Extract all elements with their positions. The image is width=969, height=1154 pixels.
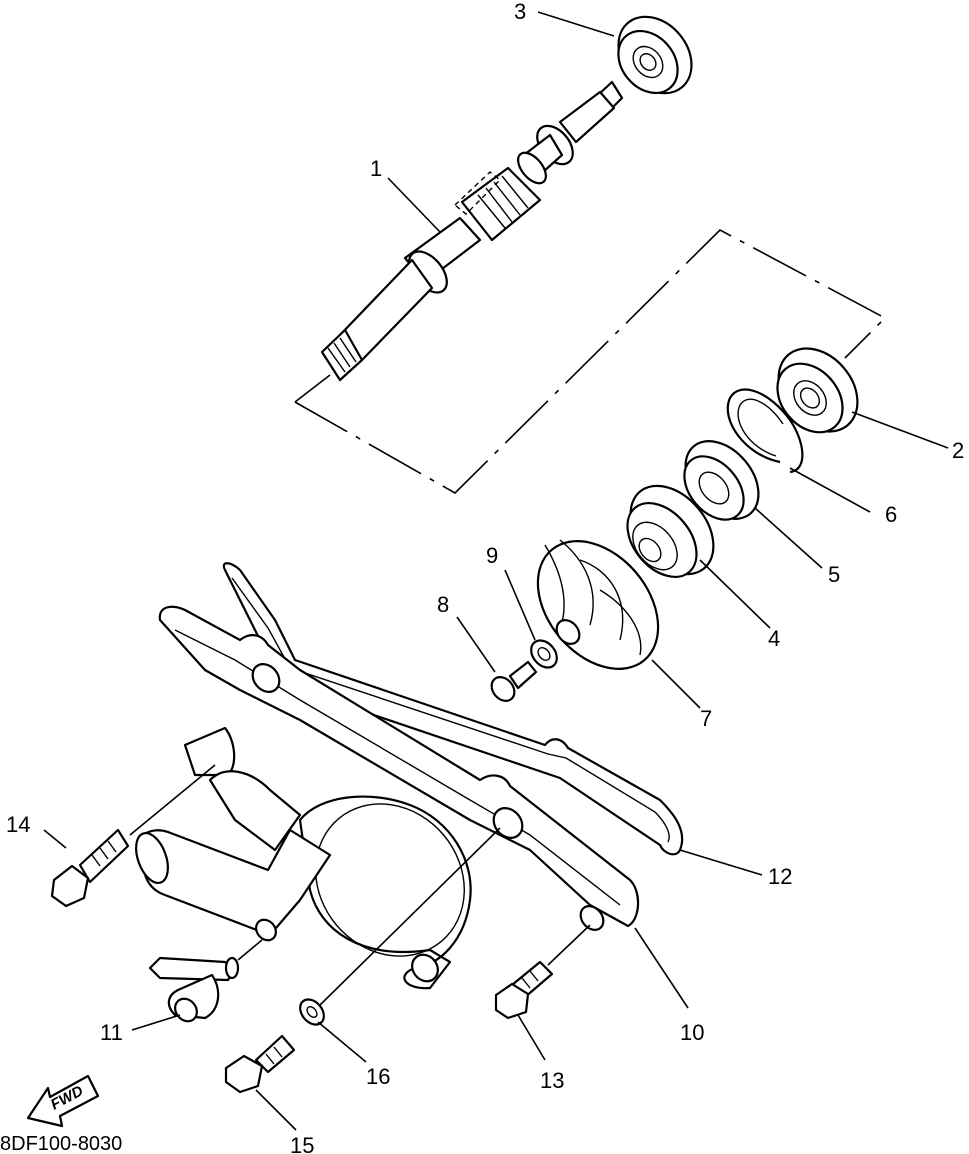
part-12-gasket [222,562,684,856]
part-10-pump-housing [135,605,640,990]
assembly-boundary [294,229,887,494]
callout-7: 7 [700,706,712,731]
part-15-bolt [224,1034,296,1094]
callout-10: 10 [680,1020,704,1045]
diagram-code: 8DF100-8030 [0,1133,122,1154]
part-8-bolt [490,660,538,702]
callout-5: 5 [828,562,840,587]
callout-6: 6 [885,502,897,527]
part-1-shaft [320,80,624,382]
part-9-washer [530,639,558,669]
callout-13: 13 [540,1068,564,1093]
part-3-bearing [617,15,693,95]
callout-11: 11 [100,1020,123,1045]
fwd-arrow: FWD [26,1074,100,1128]
assembly-guide-lines [129,764,591,1006]
part-2-bearing [776,347,859,434]
part-5-oil-seal [683,440,760,521]
part-7-impeller [536,539,660,670]
leader-lines [43,11,949,1131]
part-16-washer [299,998,325,1026]
callout-12: 12 [768,864,792,889]
callout-3: 3 [514,0,526,24]
part-13-bolt [494,960,554,1020]
part-4-mechanical-seal [626,484,715,578]
callout-2: 2 [952,438,964,463]
part-14-bolt [50,828,130,908]
callout-1: 1 [370,156,382,181]
callout-8: 8 [437,592,449,617]
callout-9: 9 [486,543,498,568]
part-6-circlip [726,388,804,474]
part-11-fitting [148,956,240,1023]
callout-15: 15 [290,1133,314,1154]
callout-4: 4 [768,626,780,651]
callout-14: 14 [6,812,30,837]
callout-labels: 1 2 3 4 5 6 7 8 9 10 11 12 13 14 15 16 [6,0,964,1154]
callout-16: 16 [366,1064,390,1089]
